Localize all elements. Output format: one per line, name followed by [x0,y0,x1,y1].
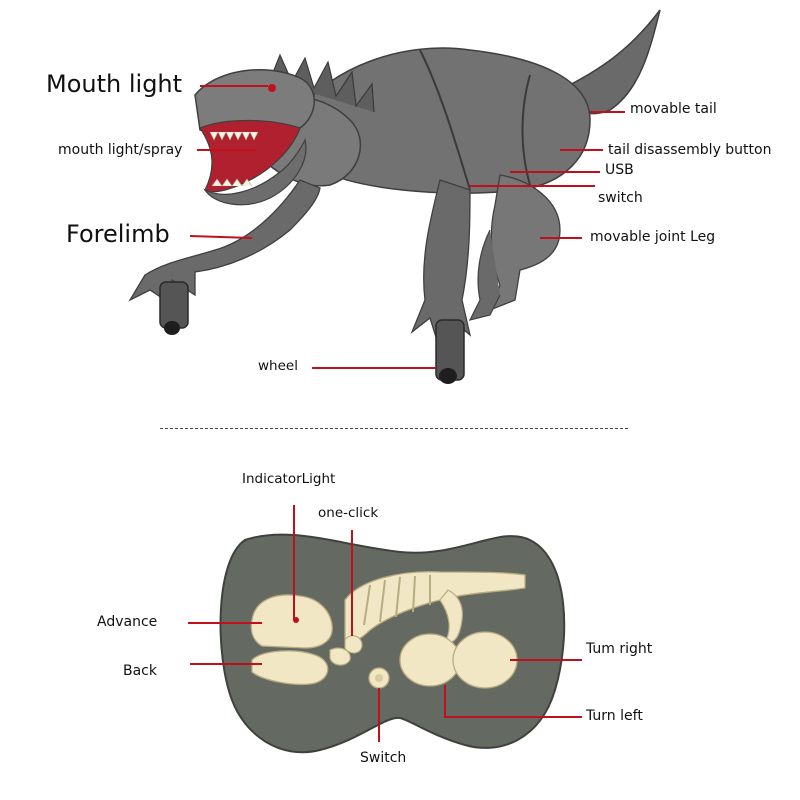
label-movable-joint-leg: movable joint Leg [590,229,716,245]
remote-ribcage [344,571,526,643]
label-movable-tail: movable tail [630,101,717,117]
label-forelimb: Forelimb [66,220,170,248]
label-usb: USB [605,162,634,178]
remote-skull-top [250,594,333,649]
label-wheel: wheel [258,358,298,374]
remote-oneclick-bone [344,635,363,654]
dinosaur-illustration [128,9,661,384]
dino-mouth [199,119,301,193]
remote-turn-right-pad [452,631,518,689]
remote-skull-jaw [251,650,329,686]
label-switch: switch [598,190,643,206]
dino-eye [268,84,276,92]
label-tail-disassembly-button: tail disassembly button [608,142,772,158]
label-mouth-light-spray: mouth light/spray [58,142,183,158]
label-remote-switch: Switch [360,750,407,766]
label-one-click: one-click [318,505,379,521]
label-turn-left: Turn left [586,708,643,724]
remote-turn-left-pad [399,633,461,687]
section-divider [160,428,628,429]
label-indicator-light: IndicatorLight [242,471,336,487]
remote-leader-lines [188,505,582,742]
label-back: Back [123,663,157,679]
dino-hind-leg [488,174,561,312]
label-mouth-light: Mouth light [46,70,183,98]
dino-wheel-left [159,281,189,329]
label-turn-right: Tum right [586,641,653,657]
label-advance: Advance [97,614,158,630]
dino-leader-lines [189,85,625,369]
remote-illustration [219,533,566,754]
